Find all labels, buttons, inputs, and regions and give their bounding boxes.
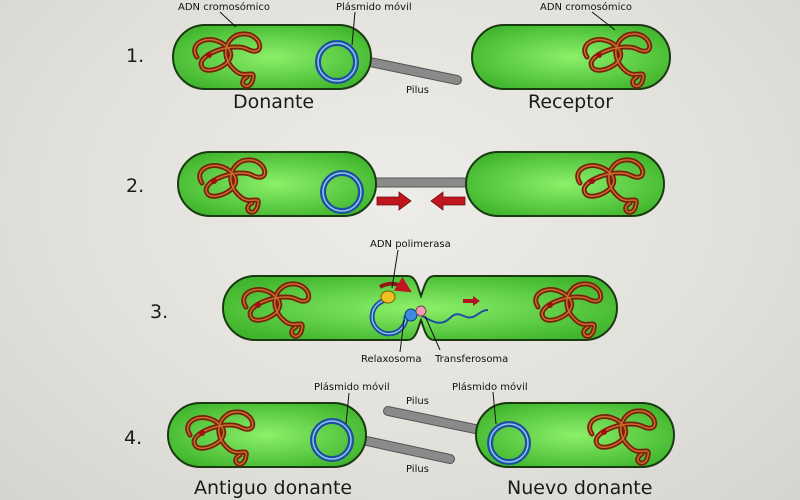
step-number: 2. [126,175,144,197]
label-transferosome: Transferosoma [434,354,508,365]
label-pilus: Pilus [406,85,429,96]
label-old-donor: Antiguo donante [194,477,352,499]
label-pilus-bottom: Pilus [406,464,429,475]
label-donor: Donante [233,91,314,113]
label-polymerase: ADN polimerasa [370,239,451,250]
arrow-right-icon [376,191,412,211]
label-plasmid-new: Plásmido móvil [452,381,528,393]
label-pilus-top: Pilus [406,396,429,407]
step-1: 1. ADN cromosómico Plásmido móvil ADN cr… [126,1,671,113]
pilus [369,177,471,188]
step-number: 1. [126,45,144,67]
label-new-donor: Nuevo donante [507,477,652,499]
label-plasmid-old: Plásmido móvil [314,381,390,393]
transferosome-icon [415,305,427,317]
label-relaxosome: Relaxosoma [361,354,421,365]
label-chromosome-donor: ADN cromosómico [178,1,270,13]
transfer-arrow-icon [463,296,480,306]
step-number: 4. [124,427,142,449]
label-recipient: Receptor [528,91,613,113]
relaxosome-icon [404,308,418,322]
step-2: 2. [126,151,665,217]
arrow-left-icon [430,191,466,211]
label-chromosome-recipient: ADN cromosómico [540,1,632,13]
step-4: 4. Plásmido móvil Plásmido móvil Pilus P… [124,381,675,499]
label-plasmid: Plásmido móvil [336,1,412,13]
single-strand-dna [419,309,489,324]
polymerase-icon [380,290,396,304]
step-number: 3. [150,301,168,323]
step-3: 3. ADN polimerasa Relaxosoma Transferoso… [150,239,618,365]
